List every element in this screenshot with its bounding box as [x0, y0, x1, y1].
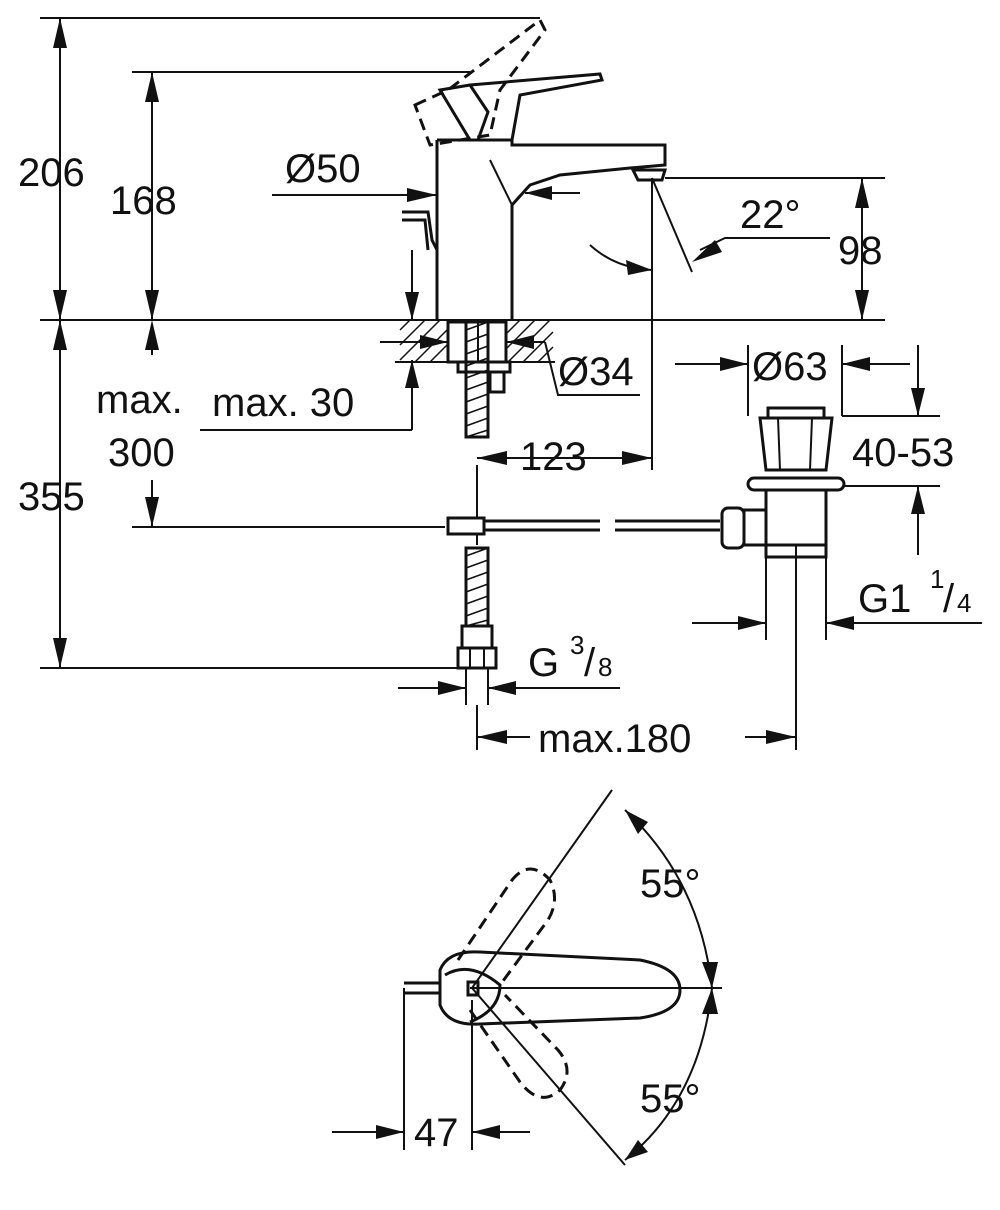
dim-206: 206 [18, 18, 85, 320]
dim-g1-denominator: 4 [957, 588, 971, 618]
dim-g-label: G [528, 641, 559, 685]
dim-dia34: Ø34 [380, 335, 640, 396]
dim-dia63-label: Ø63 [752, 345, 828, 389]
swing-line-upper [471, 789, 613, 989]
lever-dashed-lower [468, 993, 569, 1099]
dim-g-denominator: 8 [598, 652, 612, 682]
dim-98: 98 [665, 177, 885, 320]
dim-123-label: 123 [520, 435, 587, 479]
dim-123: 123 [477, 435, 652, 479]
faucet-lever [437, 72, 604, 142]
dim-max30-label: max. 30 [212, 381, 354, 425]
dim-dia34-label: Ø34 [558, 350, 634, 394]
dim-355: 355 [18, 320, 85, 668]
supply-hose-lower [456, 546, 498, 670]
dim-g1-1-4: G1 1 / 4 [692, 564, 982, 630]
countertop-hatch [395, 319, 555, 363]
dim-22deg: 22° [589, 177, 830, 470]
angle-upper-label: 55° [640, 862, 701, 906]
angle-lower-label: 55° [640, 1077, 701, 1121]
dim-dia63: Ø63 [675, 345, 910, 416]
dim-355-label: 355 [18, 475, 85, 519]
svg-text:/: / [584, 641, 596, 685]
svg-text:/: / [943, 577, 955, 621]
dim-dia50: Ø50 [272, 147, 437, 202]
dim-g-3-8: G 3 / 8 [398, 630, 620, 705]
popup-linkage [446, 465, 720, 545]
dim-22deg-label: 22° [740, 193, 801, 237]
dim-g-numerator: 3 [570, 630, 584, 660]
dim-max180: max.180 [476, 705, 796, 761]
side-view: 206 168 355 max. 300 [18, 17, 982, 761]
dim-300-label: 300 [108, 431, 175, 475]
dim-98-label: 98 [838, 229, 883, 273]
faucet-body [435, 138, 668, 320]
dim-47-label: 47 [414, 1111, 459, 1155]
dim-40-53-label: 40-53 [852, 431, 954, 475]
dim-max-300: max. 300 [96, 320, 183, 527]
dim-max-label: max. [96, 378, 183, 422]
dim-dia50-label: Ø50 [285, 147, 361, 191]
lever-top-solid [438, 950, 682, 1026]
angle-arc-upper: 55° [624, 809, 718, 989]
dim-max-30: max. 30 [200, 250, 419, 431]
dim-max180-label: max.180 [538, 717, 691, 761]
faucet-lever-raised-dashed [413, 17, 547, 147]
mounting-shank [446, 320, 512, 394]
lever-dashed-upper [456, 867, 556, 986]
dim-g1-label: G1 [858, 577, 911, 621]
supply-hose-upper [464, 320, 490, 439]
dim-g1-numerator: 1 [930, 564, 944, 594]
dim-47: 47 [332, 988, 530, 1155]
dim-168: 168 [110, 72, 177, 320]
dim-168-label: 168 [110, 179, 177, 223]
dim-40-53: 40-53 [842, 345, 954, 555]
popup-rod [402, 210, 439, 251]
angle-arc-lower: 55° [624, 987, 718, 1161]
top-view: 55° 55° 47 [332, 789, 722, 1166]
swing-line-lower [471, 987, 626, 1166]
dim-206-label: 206 [18, 151, 85, 195]
drain-assembly [720, 406, 846, 750]
